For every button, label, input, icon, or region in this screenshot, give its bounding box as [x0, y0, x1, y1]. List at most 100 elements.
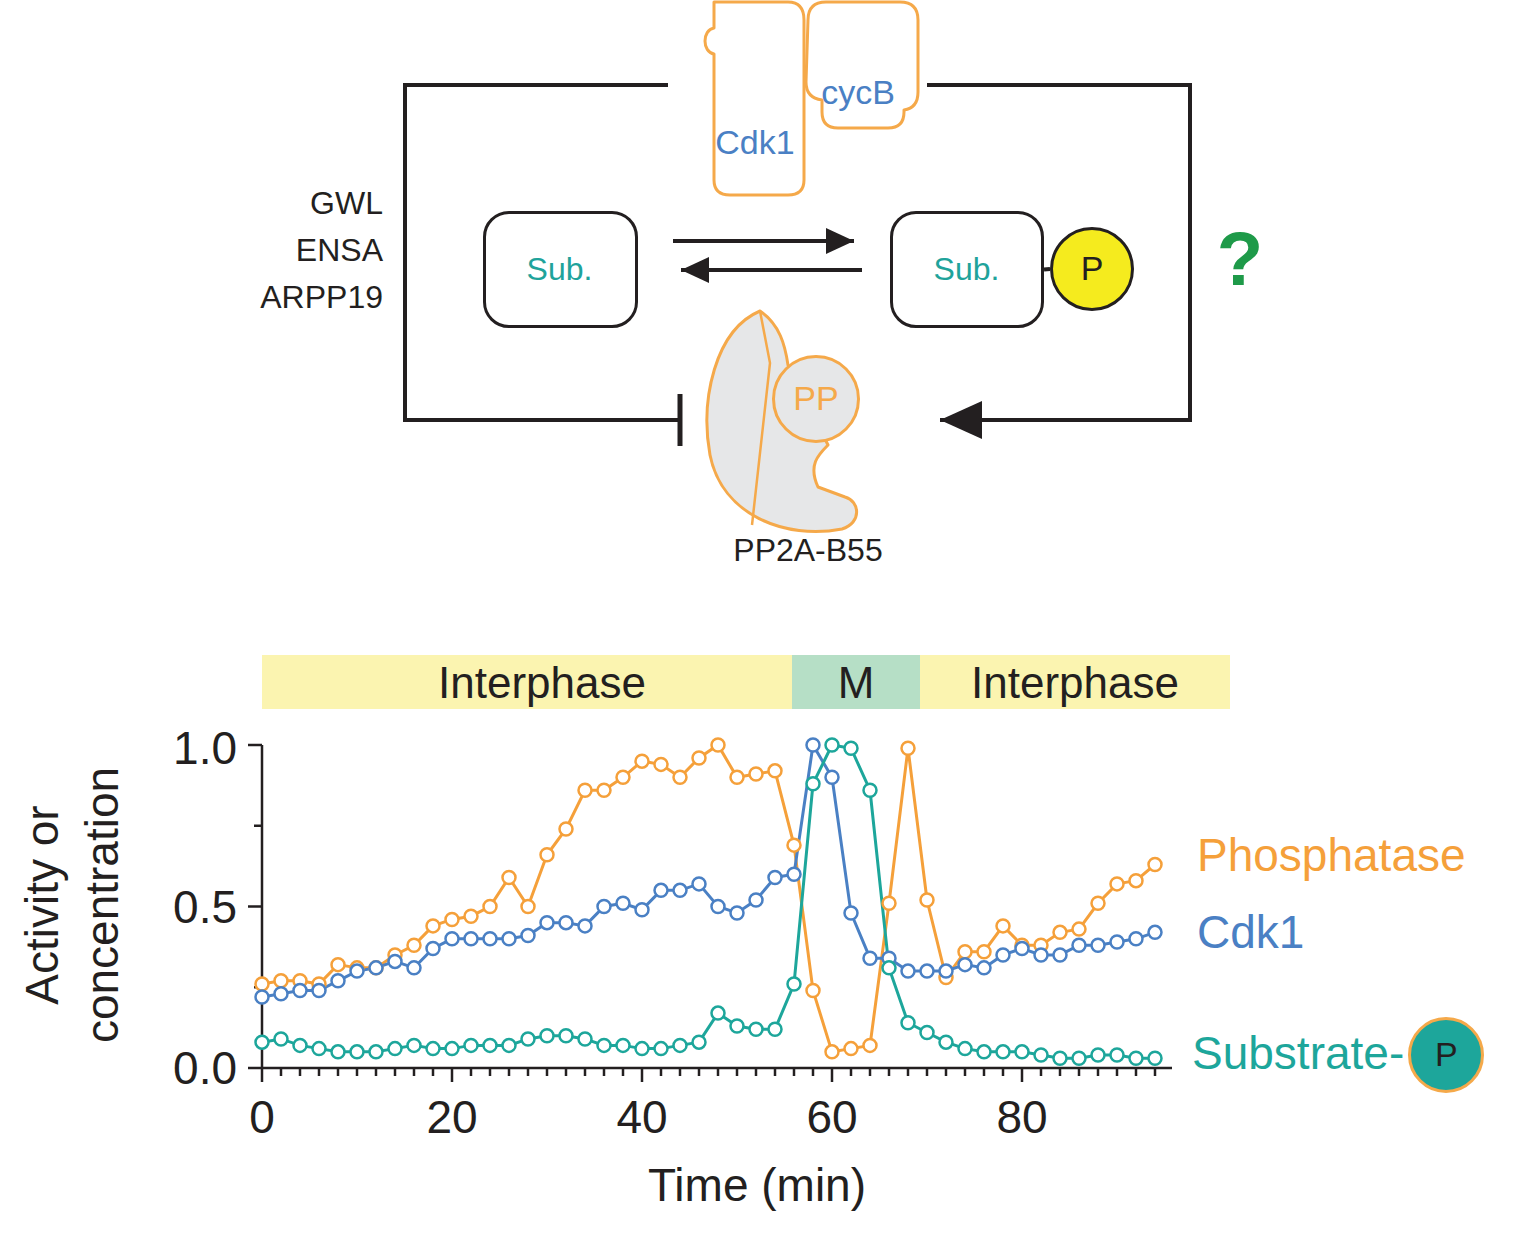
data-point	[940, 965, 953, 978]
data-point	[978, 945, 991, 958]
data-point	[864, 952, 877, 965]
phase-band: Interphase	[262, 655, 792, 709]
data-point	[503, 871, 516, 884]
data-point	[655, 884, 668, 897]
data-point	[1130, 932, 1143, 945]
data-point	[560, 916, 573, 929]
data-point	[921, 894, 934, 907]
legend-phospho-mark: P	[1435, 1035, 1458, 1074]
data-point	[275, 974, 288, 987]
data-curve	[262, 745, 1155, 1058]
data-point	[864, 784, 877, 797]
data-point	[522, 900, 535, 913]
data-point	[997, 1045, 1010, 1058]
data-point	[1073, 923, 1086, 936]
data-point	[750, 768, 763, 781]
data-point	[788, 839, 801, 852]
data-point	[484, 932, 497, 945]
x-tick	[1154, 1068, 1157, 1076]
data-point	[579, 1032, 592, 1045]
x-tick	[375, 1068, 378, 1076]
data-point	[1016, 1045, 1029, 1058]
data-point	[446, 932, 459, 945]
data-point	[256, 990, 269, 1003]
x-tick	[1135, 1068, 1138, 1076]
data-point	[465, 932, 478, 945]
data-point	[750, 1023, 763, 1036]
data-point	[807, 984, 820, 997]
x-tick	[1078, 1068, 1081, 1076]
data-point	[959, 1042, 972, 1055]
data-point	[845, 1042, 858, 1055]
node-label: M	[838, 658, 875, 709]
data-point	[332, 958, 345, 971]
chart-curves	[256, 739, 1162, 1065]
data-point	[845, 742, 858, 755]
data-point	[788, 978, 801, 991]
x-tick	[1116, 1068, 1119, 1076]
x-tick-label: 80	[996, 1091, 1047, 1144]
data-point	[1073, 1052, 1086, 1065]
data-point	[883, 897, 896, 910]
data-point	[370, 1045, 383, 1058]
edge-label: GWL ENSA ARPP19	[248, 180, 383, 321]
data-point	[693, 1036, 706, 1049]
data-point	[788, 868, 801, 881]
data-point	[427, 942, 440, 955]
data-point	[978, 1045, 991, 1058]
node-label: Interphase	[438, 658, 646, 709]
data-point	[598, 1039, 611, 1052]
x-tick	[337, 1068, 340, 1076]
x-tick	[983, 1068, 986, 1076]
data-curve	[262, 745, 1155, 1052]
data-point	[332, 1045, 345, 1058]
data-point	[921, 1026, 934, 1039]
data-point	[617, 1039, 630, 1052]
x-tick	[432, 1068, 435, 1076]
x-tick	[641, 1068, 644, 1082]
data-point	[693, 877, 706, 890]
catalytic-subunit: PP	[772, 355, 860, 443]
data-point	[256, 978, 269, 991]
cycb-outline	[788, 0, 922, 132]
data-point	[294, 984, 307, 997]
data-point	[294, 1039, 307, 1052]
legend-text: Substrate-	[1192, 1027, 1404, 1079]
data-point	[1092, 939, 1105, 952]
data-point	[674, 1039, 687, 1052]
substrate-box: Sub.	[890, 211, 1044, 328]
data-point	[484, 900, 497, 913]
x-tick	[299, 1068, 302, 1076]
data-point	[446, 913, 459, 926]
x-tick	[356, 1068, 359, 1076]
x-tick	[736, 1068, 739, 1076]
x-tick	[261, 1068, 264, 1082]
data-point	[560, 822, 573, 835]
data-point	[1054, 948, 1067, 961]
feedback-arrow	[927, 85, 1190, 420]
substrate-box: Sub.	[483, 211, 638, 328]
data-point	[1073, 939, 1086, 952]
legend-text: Phosphatase	[1197, 829, 1466, 881]
x-tick	[850, 1068, 853, 1076]
node-label: Sub.	[527, 250, 593, 287]
node-label: Interphase	[971, 658, 1179, 709]
data-curve	[262, 745, 1155, 997]
x-tick	[451, 1068, 454, 1082]
x-tick	[1097, 1068, 1100, 1076]
y-tick	[248, 744, 262, 747]
x-tick	[565, 1068, 568, 1076]
phosphatase-complex: PP2A-B55PP	[690, 305, 930, 570]
dephosphorylation-arrow	[681, 268, 862, 272]
x-tick	[280, 1068, 283, 1076]
x-tick	[679, 1068, 682, 1076]
data-point	[313, 984, 326, 997]
x-tick	[774, 1068, 777, 1076]
data-point	[769, 764, 782, 777]
data-point	[997, 919, 1010, 932]
data-point	[959, 958, 972, 971]
data-point	[1149, 926, 1162, 939]
data-point	[731, 906, 744, 919]
x-tick	[1002, 1068, 1005, 1076]
data-point	[1016, 942, 1029, 955]
